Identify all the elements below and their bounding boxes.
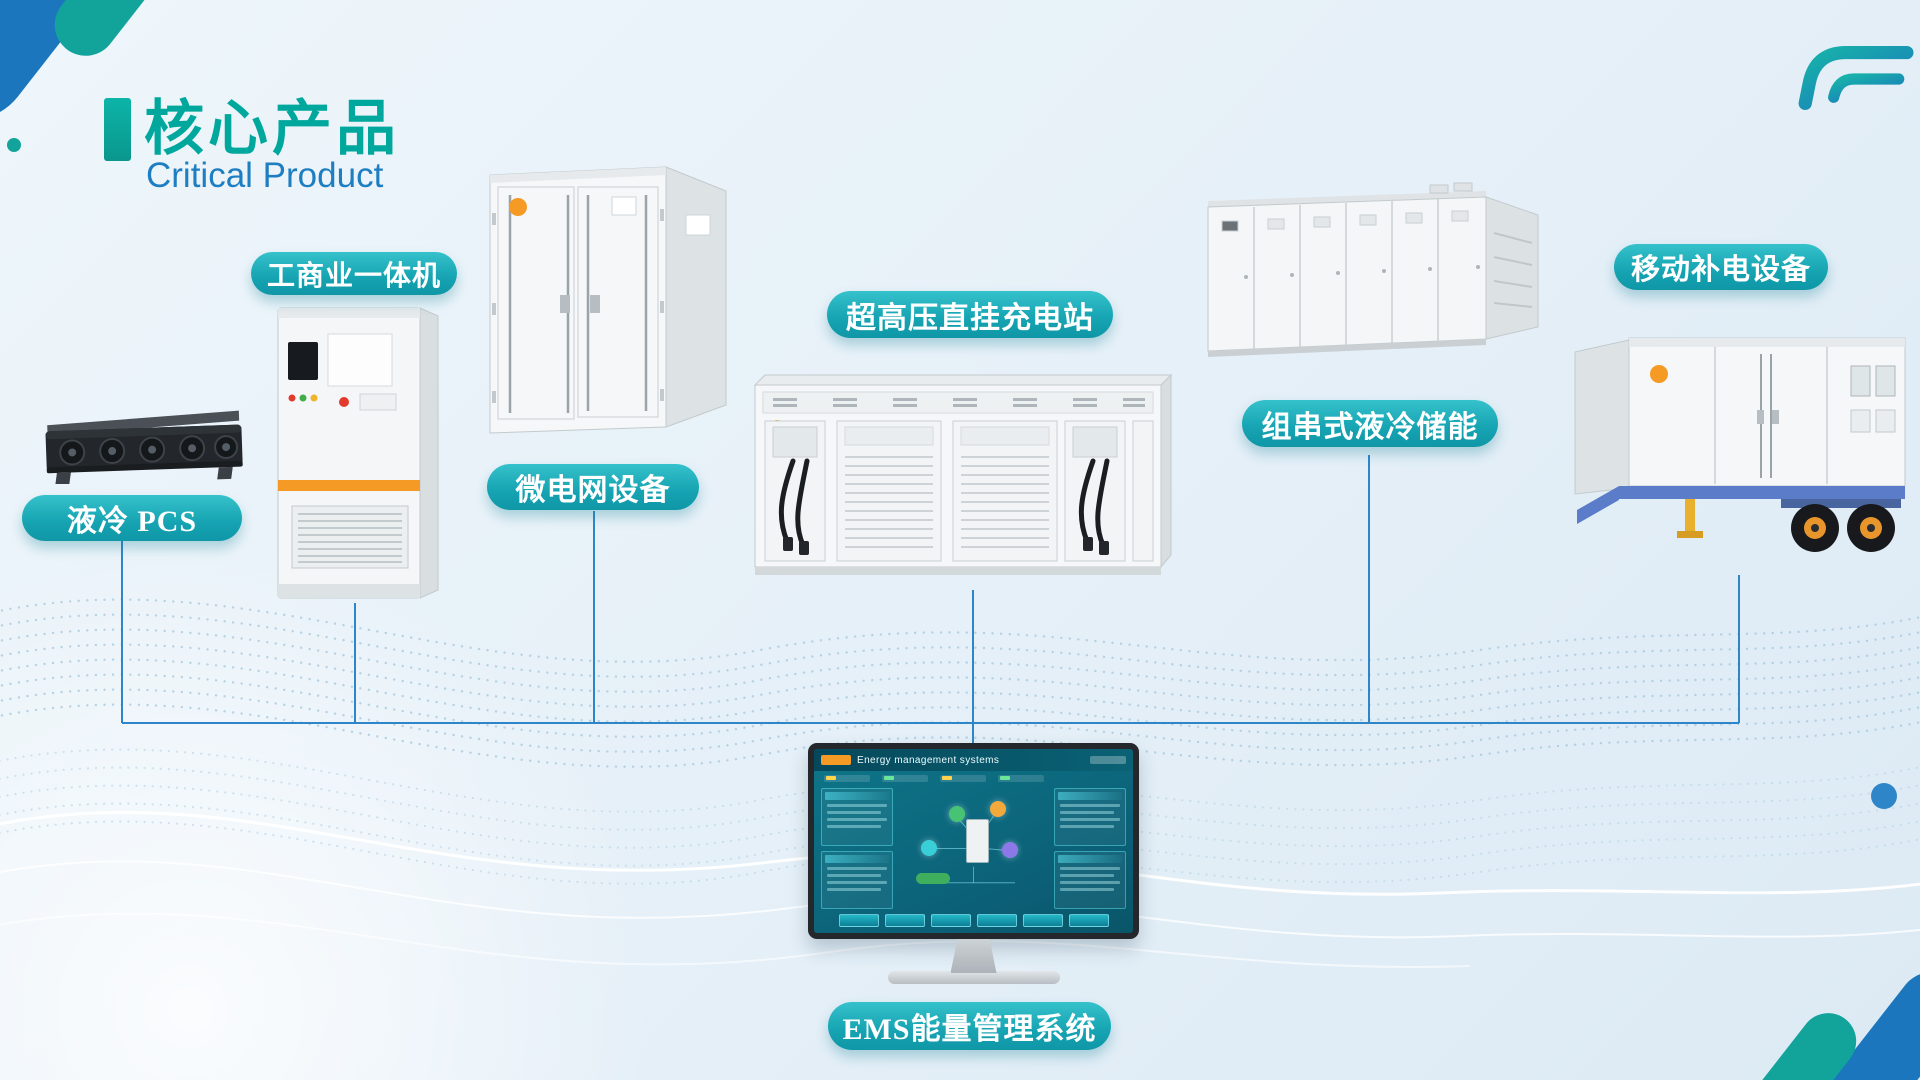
product-string-liquid-cooled-storage [1194,181,1546,364]
monitor-stand-neck [950,939,997,973]
label-text: 组串式液冷储能 [1261,410,1479,444]
ems-dashboard-screen: Energy management systems [814,749,1133,933]
charging-station-illustration [753,373,1173,575]
label-text: 液冷 PCS [66,505,198,538]
title-accent-bar [104,98,131,161]
label-ems: EMS能量管理系统 [828,1002,1111,1050]
ems-node-battery-icon [920,840,937,857]
ems-right-panel-top [1054,788,1126,846]
ems-node-pv-icon [949,806,966,823]
trailer-wheels [1791,504,1895,552]
ems-menu-button [1022,914,1063,927]
ems-right-panel-bottom [1054,851,1126,909]
ems-header-bar: Energy management systems [814,749,1133,771]
ems-clock-badge [1090,756,1126,764]
bottom-right-corner-shapes [1723,783,1920,1080]
ems-node-grid-icon [990,801,1007,818]
label-text: 超高压直挂充电站 [846,301,1094,335]
ems-mini-status-button [916,872,951,884]
right-edge-dot [1871,783,1897,809]
ems-dashboard-body [814,785,1133,912]
ems-menu-button [884,914,925,927]
ems-screen-title: Energy management systems [857,754,1000,766]
label-uhv-charging-station: 超高压直挂充电站 [827,291,1113,338]
label-commercial-all-in-one: 工商业一体机 [251,252,457,295]
string-storage-illustration [1207,182,1539,357]
top-left-corner-shapes [0,0,199,152]
microgrid-illustration [489,166,727,434]
brand-logo-icon [1798,45,1914,111]
label-text: 工商业一体机 [266,260,441,292]
brand-logo [1793,38,1915,120]
pcs-illustration [45,410,243,484]
monitor-bezel: Energy management systems [808,743,1139,939]
ems-status-bar [814,771,1133,785]
label-string-liquid-cooled-storage: 组串式液冷储能 [1242,400,1498,447]
product-mobile-power-supply [1565,312,1917,566]
ems-menu-row [814,912,1133,933]
label-microgrid-equipment: 微电网设备 [487,464,699,510]
label-text: EMS能量管理系统 [842,1013,1097,1046]
page-subtitle: Critical Product [146,156,384,195]
label-text: 移动补电设备 [1630,254,1811,286]
product-uhv-charging-station [741,365,1178,590]
product-microgrid-equipment [484,153,732,443]
product-liquid-cooled-pcs [34,408,251,484]
mobile-trailer-illustration [1574,337,1906,552]
ems-menu-button [1068,914,1109,927]
ems-left-panel-top [821,788,893,846]
ems-menu-button [976,914,1017,927]
ems-monitor: Energy management systems [808,743,1139,994]
product-commercial-all-in-one [272,298,443,603]
page-title: 核心产品 [144,95,400,162]
ems-left-panel-bottom [821,851,893,909]
ems-menu-button [838,914,879,927]
charging-cables [778,458,1110,548]
label-mobile-power-supply: 移动补电设备 [1614,244,1828,290]
cabinet-illustration [277,307,439,599]
ems-node-load-icon [1002,842,1019,859]
ems-flow-diagram [898,788,1049,909]
label-liquid-cooled-pcs: 液冷 PCS [22,495,242,541]
ems-center-cabinet [965,819,989,864]
ems-logo-badge [821,755,851,765]
ems-menu-button [930,914,971,927]
label-text: 微电网设备 [515,474,671,507]
monitor-stand-base [887,971,1060,984]
